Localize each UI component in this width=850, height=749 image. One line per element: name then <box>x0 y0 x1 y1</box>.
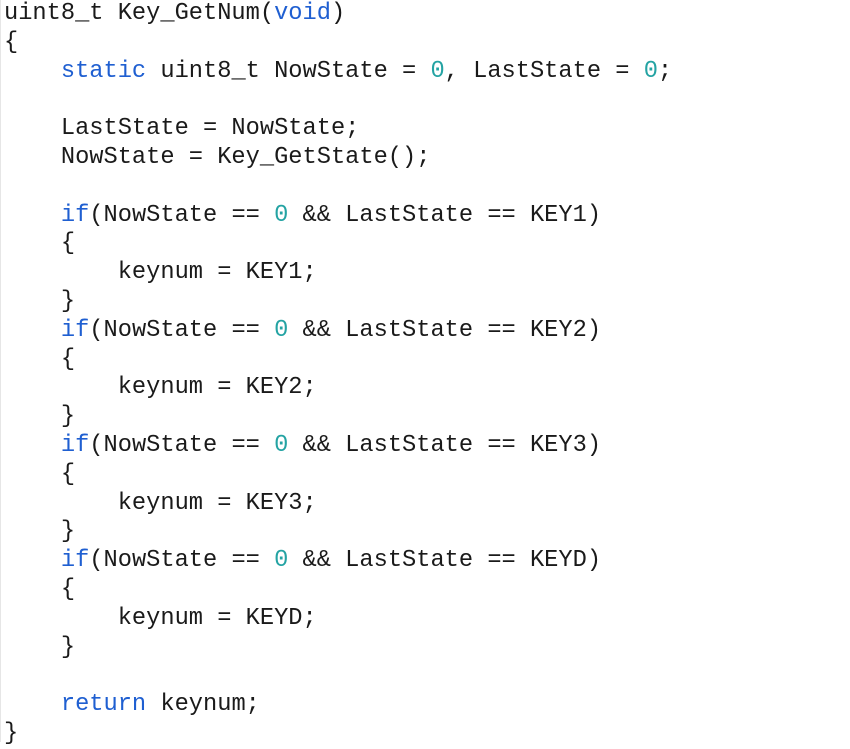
code-keyword: if <box>60 316 90 344</box>
code-text: keynum; <box>146 691 260 719</box>
code-line: { <box>4 576 672 605</box>
code-text: keynum = KEYD; <box>4 604 317 632</box>
code-line: NowState = Key_GetState(); <box>4 144 672 173</box>
code-text: (NowState == <box>89 201 275 229</box>
code-keyword: if <box>60 431 90 459</box>
code-number: 0 <box>274 201 289 229</box>
code-text: { <box>4 345 76 373</box>
code-line: return keynum; <box>4 691 672 720</box>
code-text: { <box>4 28 19 56</box>
code-line: } <box>4 720 672 749</box>
code-line: if(NowState == 0 && LastState == KEY1) <box>4 202 672 231</box>
code-line: uint8_t Key_GetNum(void) <box>4 0 672 29</box>
code-text: && LastState == KEYD) <box>288 547 602 575</box>
code-text: { <box>4 230 76 258</box>
code-keyword: if <box>60 547 90 575</box>
code-number: 0 <box>274 316 289 344</box>
code-text: { <box>4 575 76 603</box>
code-line: if(NowState == 0 && LastState == KEYD) <box>4 547 672 576</box>
code-text: } <box>4 719 19 747</box>
code-line: if(NowState == 0 && LastState == KEY2) <box>4 317 672 346</box>
code-text: (NowState == <box>89 431 275 459</box>
code-keyword: void <box>274 0 331 27</box>
code-line: { <box>4 461 672 490</box>
code-line: { <box>4 230 672 259</box>
code-text: ) <box>330 0 346 27</box>
code-text: } <box>4 518 76 546</box>
code-line: if(NowState == 0 && LastState == KEY3) <box>4 432 672 461</box>
code-text: (NowState == <box>89 316 275 344</box>
code-line: { <box>4 346 672 375</box>
code-text: , LastState = <box>444 57 644 85</box>
code-text: uint8_t NowState = <box>146 57 431 85</box>
code-line: keynum = KEY3; <box>4 490 672 519</box>
code-text: && LastState == KEY1) <box>288 201 602 229</box>
code-line <box>4 86 672 115</box>
code-keyword: return <box>60 691 147 719</box>
code-text: } <box>4 633 76 661</box>
code-line: LastState = NowState; <box>4 115 672 144</box>
code-text: uint8_t Key_GetNum( <box>4 0 275 27</box>
code-text: { <box>4 460 76 488</box>
editor-gutter-border <box>0 0 1 742</box>
code-text: && LastState == KEY2) <box>288 316 602 344</box>
code-line: static uint8_t NowState = 0, LastState =… <box>4 58 672 87</box>
code-line <box>4 173 672 202</box>
code-number: 0 <box>643 57 658 85</box>
code-text: keynum = KEY3; <box>4 489 317 517</box>
code-text: && LastState == KEY3) <box>288 431 602 459</box>
code-text: ; <box>657 57 673 85</box>
code-line: { <box>4 29 672 58</box>
code-keyword: if <box>60 201 90 229</box>
code-text: (NowState == <box>89 547 275 575</box>
code-line: } <box>4 288 672 317</box>
code-number: 0 <box>274 547 289 575</box>
code-line: keynum = KEY2; <box>4 374 672 403</box>
code-text <box>4 58 61 85</box>
code-text <box>4 547 61 574</box>
code-text: keynum = KEY2; <box>4 374 317 402</box>
code-number: 0 <box>274 431 289 459</box>
code-text: LastState = NowState; <box>4 115 360 143</box>
code-text <box>4 202 61 229</box>
code-text: } <box>4 403 76 431</box>
code-line: } <box>4 634 672 663</box>
code-text: } <box>4 287 76 315</box>
code-line: } <box>4 518 672 547</box>
code-text <box>4 691 61 718</box>
code-line: } <box>4 403 672 432</box>
code-keyword: static <box>60 57 147 85</box>
code-number: 0 <box>430 57 445 85</box>
code-line: keynum = KEY1; <box>4 259 672 288</box>
code-text <box>4 317 61 344</box>
code-line <box>4 662 672 691</box>
source-code-block[interactable]: uint8_t Key_GetNum(void){ static uint8_t… <box>4 0 672 749</box>
code-text <box>4 432 61 459</box>
code-text: keynum = KEY1; <box>4 259 317 287</box>
code-text: NowState = Key_GetState(); <box>4 143 431 171</box>
code-line: keynum = KEYD; <box>4 605 672 634</box>
